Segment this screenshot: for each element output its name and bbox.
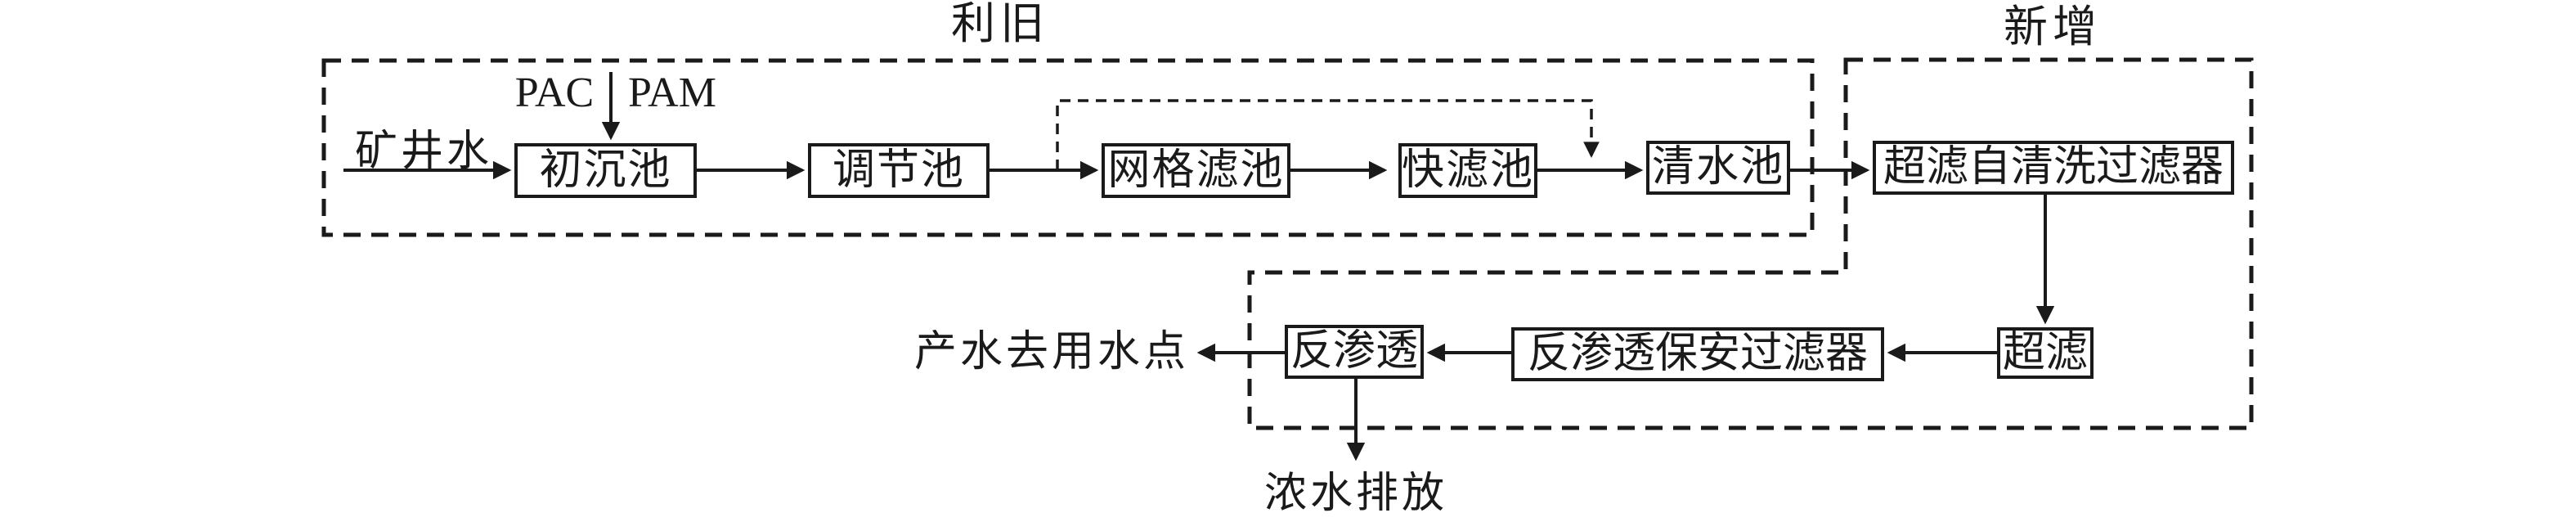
mine-water-label: 矿井水 <box>354 128 493 175</box>
pam-label: PAM <box>628 70 716 116</box>
node-regulating-tank: 调节池 <box>808 143 990 198</box>
node-primary-sedimentation: 初沉池 <box>514 143 697 198</box>
product-water-label: 产水去用水点 <box>913 329 1190 376</box>
new-region-outline <box>1247 57 2254 430</box>
node-ultrafiltration: 超滤 <box>1997 327 2094 379</box>
node-ro-cartridge-filter: 反渗透保安过滤器 <box>1511 327 1884 381</box>
node-clear-water-tank: 清水池 <box>1646 141 1790 195</box>
bypass-dashed-arrow <box>1056 99 1600 170</box>
node-uf-self-cleaning-filter: 超滤自清洗过滤器 <box>1873 141 2234 195</box>
node-reverse-osmosis: 反渗透 <box>1285 325 1424 379</box>
reuse-region-label: 利旧 <box>951 0 1049 48</box>
reuse-region-outline <box>321 58 1815 237</box>
node-rapid-filter: 快滤池 <box>1398 143 1537 198</box>
pac-label: PAC <box>514 70 595 116</box>
new-region-label: 新增 <box>2004 2 2102 52</box>
concentrate-discharge-label: 浓水排放 <box>1263 470 1448 517</box>
node-grid-filter: 网格滤池 <box>1102 143 1290 198</box>
